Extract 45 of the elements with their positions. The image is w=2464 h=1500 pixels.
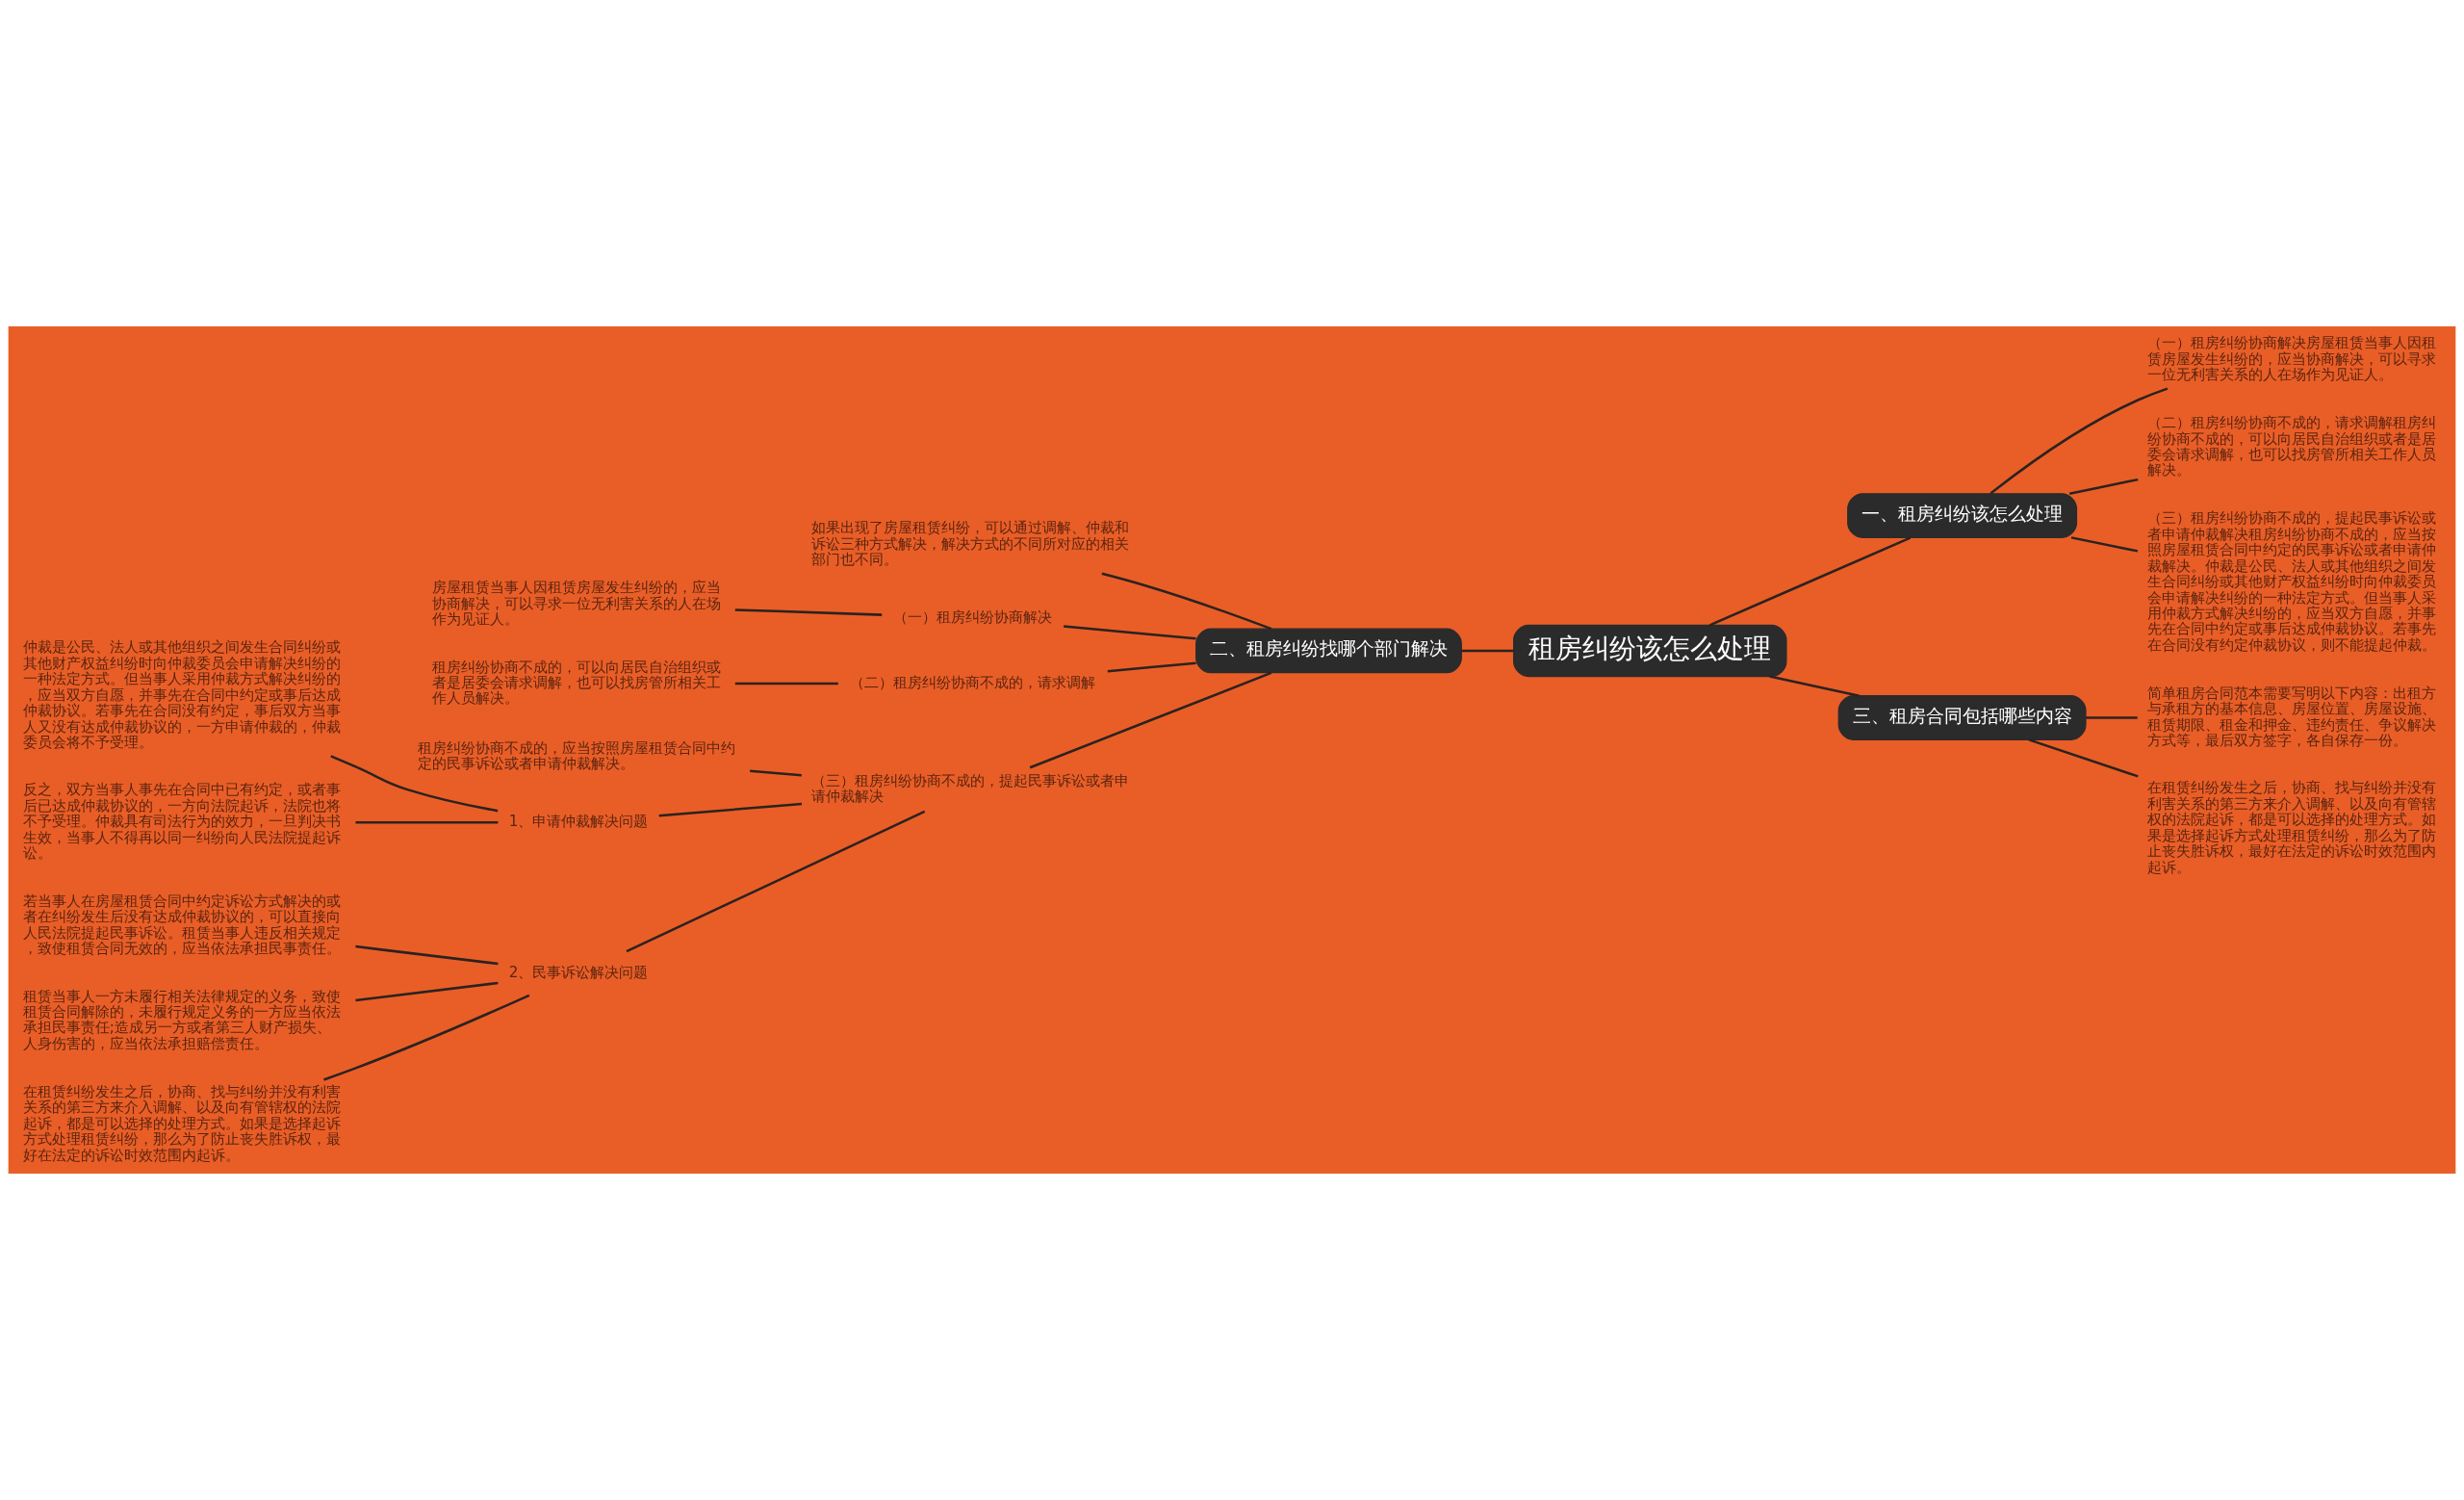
connector: [1769, 675, 1860, 697]
node-text: 租房纠纷协商不成的，可以向居民自治组织或者是居委会请求调解，也可以找房管所相关工作人员解决。: [431, 658, 721, 708]
connector: [355, 944, 499, 966]
node-text: 在租赁纠纷发生之后，协商、找与纠纷并没有利害关系的第三方来介入调解、以及向有管辖权的法院起诉，都是可以选择的处理方式。如果是选择起诉方式处理租赁纠纷，那么为了防止丧失胜诉权，最好在法定的诉讼时效范围内起诉。: [2147, 779, 2437, 876]
node-text: （一）租房纠纷协商解决房屋租赁当事人因租赁房屋发生纠纷的，应当协商解决，可以寻求一位无利害关系的人在场作为见证人。: [2147, 334, 2437, 384]
node-text: 租赁当事人一方未履行相关法律规定的义务，致使租赁合同解除的，未履行规定义务的一方应当依法承担民事责任;造成另一方或者第三人财产损失、人身伤害的，应当依法承担赔偿责任。: [22, 987, 341, 1052]
connector: [355, 981, 499, 1002]
connector: [626, 810, 926, 953]
connector: [1461, 649, 1514, 653]
node-text: （三）租房纠纷协商不成的，提起民事诉讼或者申请仲裁解决: [811, 771, 1130, 806]
connector: [750, 769, 802, 777]
node-box: 三、租房合同包括哪些内容: [1837, 695, 2087, 740]
connector: [1101, 572, 1272, 631]
connector: [330, 755, 499, 813]
node-text: 如果出现了房屋租赁纠纷，可以通过调解、仲裁和诉讼三种方式解决，解决方式的不同所对应的相关部门也不同。: [811, 519, 1130, 569]
node-text: 租房纠纷协商不成的，应当按照房屋租赁合同中约定的民事诉讼或者申请仲裁解决。: [417, 738, 735, 773]
node-text: （二）租房纠纷协商不成的，请求调解: [850, 674, 1096, 692]
node-text: 反之，双方当事人事先在合同中已有约定，或者事后已达成仲裁协议的，一方向法院起诉，法院也将不予受理。仲裁具有司法行为的效力，一旦判决书生效，当事人不得再以同一纠纷向人民法院提起诉讼。: [22, 781, 341, 863]
node-text: 仲裁是公民、法人或其他组织之间发生合同纠纷或其他财产权益纠纷时向仲裁委员会申请解决纠纷的一种法定方式。但当事人采用仲裁方式解决纠纷的，应当双方自愿，并事先在合同中约定或事后达成仲裁协议。若事先在合同没有约定，事后双方当事人又没有达成仲裁协议的，一方申请仲裁的，仲裁委员会将不予受理。: [22, 638, 341, 751]
connector: [1029, 671, 1272, 769]
node-text: 简单租房合同范本需要写明以下内容：出租方与承租方的基本信息、房屋位置、房屋设施、租赁期限、租金和押金、违约责任、争议解决方式等，最后双方签字，各自保存一份。: [2147, 684, 2437, 750]
connector: [355, 820, 499, 824]
node-text: 房屋租赁当事人因租赁房屋发生纠纷的，应当协商解决，可以寻求一位无利害关系的人在场作为见证人。: [431, 579, 721, 629]
connector: [1708, 536, 1912, 627]
node-text: 2、民事诉讼解决问题: [508, 963, 649, 981]
connector: [1989, 387, 2169, 495]
connector: [1107, 661, 1196, 673]
node-box: 租房纠纷该怎么处理: [1513, 624, 1787, 678]
connector: [1064, 625, 1196, 640]
node-box: 一、租房纠纷该怎么处理: [1847, 493, 2078, 538]
node-text: （二）租房纠纷协商不成的，请求调解租房纠纷协商不成的，可以向居民自治组织或者是居委会请求调解，也可以找房管所相关工作人员解决。: [2147, 414, 2437, 479]
node-text: 若当事人在房屋租赁合同中约定诉讼方式解决的或者在纠纷发生后没有达成仲裁协议的，可以直接向人民法院提起民事诉讼。租赁当事人违反相关规定，致使租赁合同无效的，应当依法承担民事责任。: [22, 892, 341, 958]
connector: [658, 802, 803, 817]
node-text: 1、申请仲裁解决问题: [508, 813, 649, 831]
node-text: （三）租房纠纷协商不成的，提起民事诉讼或者申请仲裁解决租房纠纷协商不成的，应当按照房屋租赁合同中约定的民事诉讼或者申请仲裁解决。仲裁是公民、法人或其他组织之间发生合同纠纷或其他财产权益纠纷时向仲裁委员会申请解决纠纷的一种法定方式。但当事人采用仲裁方式解决纠纷的，应当双方自愿，并事先在合同中约定或事后达成仲裁协议。若事先在合同没有约定仲裁协议，则不能提起仲裁。: [2147, 509, 2437, 654]
connector: [2068, 478, 2139, 496]
connector: [734, 682, 838, 685]
connector: [2086, 716, 2138, 719]
connector: [323, 994, 530, 1081]
node-text: 在租赁纠纷发生之后，协商、找与纠纷并没有利害关系的第三方来介入调解、以及向有管辖权的法院起诉，都是可以选择的处理方式。如果是选择起诉方式处理租赁纠纷，那么为了防止丧失胜诉权，最好在法定的诉讼时效范围内起诉。: [22, 1082, 341, 1164]
connector: [734, 608, 883, 616]
connector: [2070, 536, 2139, 553]
node-box: 二、租房纠纷找哪个部门解决: [1195, 628, 1462, 674]
node-text: （一）租房纠纷协商解决: [893, 608, 1053, 626]
connector: [2028, 738, 2139, 778]
